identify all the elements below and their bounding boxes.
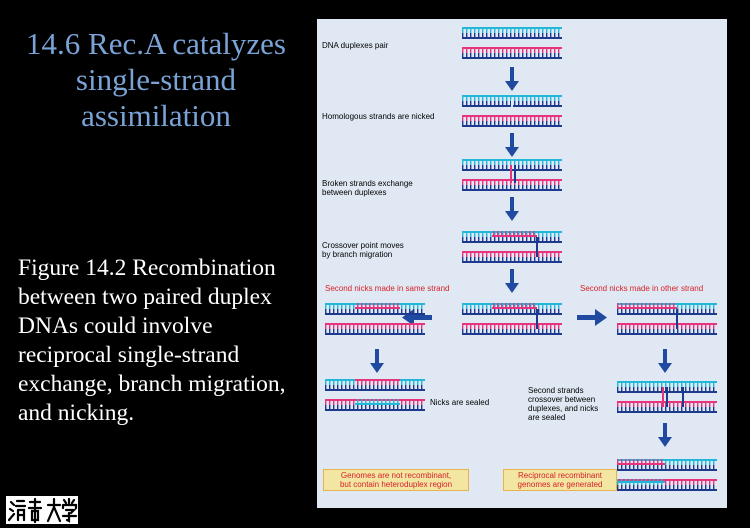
university-logo <box>6 496 78 524</box>
arrow-down-2 <box>505 133 519 157</box>
label-crossover-2: by branch migration <box>322 250 393 259</box>
step-pair <box>462 27 562 59</box>
result-nonrecombinant-line1: Genomes are not recombinant, <box>340 471 452 480</box>
result-recombinant: Reciprocal recombinant genomes are gener… <box>503 469 617 491</box>
arrow-down-right-2 <box>658 423 672 447</box>
step-exchange <box>462 159 562 191</box>
label-exchange-2: between duplexes <box>322 188 387 197</box>
label-exchange-1: Broken strands exchange <box>322 179 413 188</box>
step-nicked <box>462 95 562 127</box>
result-nonrecombinant-line2: but contain heteroduplex region <box>339 480 453 489</box>
label-second-strands-2: crossover between <box>528 395 596 404</box>
label-right-branch: Second nicks made in other strand <box>580 284 704 293</box>
result-nonrecombinant: Genomes are not recombinant, but contain… <box>323 469 469 491</box>
result-recombinant-line2: genomes are generated <box>517 480 603 489</box>
right-nicked <box>617 303 717 335</box>
label-second-strands-1: Second strands <box>528 386 584 395</box>
arrow-down-right-1 <box>658 349 672 373</box>
label-crossover-1: Crossover point moves <box>322 241 404 250</box>
arrow-down-3 <box>505 197 519 221</box>
slide-title: 14.6 Rec.A catalyzes single-strand assim… <box>26 26 286 133</box>
label-nicks-sealed: Nicks are sealed <box>430 398 490 407</box>
label-duplexes-pair: DNA duplexes pair <box>322 41 389 50</box>
arrow-down-4 <box>505 269 519 293</box>
figure-caption: Figure 14.2 Recombination between two pa… <box>18 255 286 426</box>
label-strands-nicked: Homologous strands are nicked <box>322 112 435 121</box>
right-crossover <box>617 381 717 413</box>
label-second-strands-4: are sealed <box>528 413 566 422</box>
step-branch-migration <box>462 231 562 263</box>
diagram-graphics <box>325 27 717 491</box>
arrow-down-1 <box>505 67 519 91</box>
left-sealed <box>325 379 425 411</box>
result-recombinant-line1: Reciprocal recombinant <box>517 471 603 480</box>
left-nicked <box>325 303 425 335</box>
arrow-right <box>577 309 607 326</box>
recombination-diagram: DNA duplexes pair Homologous strands are… <box>317 19 727 508</box>
label-second-strands-3: duplexes, and nicks <box>528 404 599 413</box>
label-left-branch: Second nicks made in same strand <box>325 284 450 293</box>
arrow-down-left-1 <box>370 349 384 373</box>
step-branch-point <box>462 303 562 335</box>
right-recombinant <box>617 459 717 491</box>
